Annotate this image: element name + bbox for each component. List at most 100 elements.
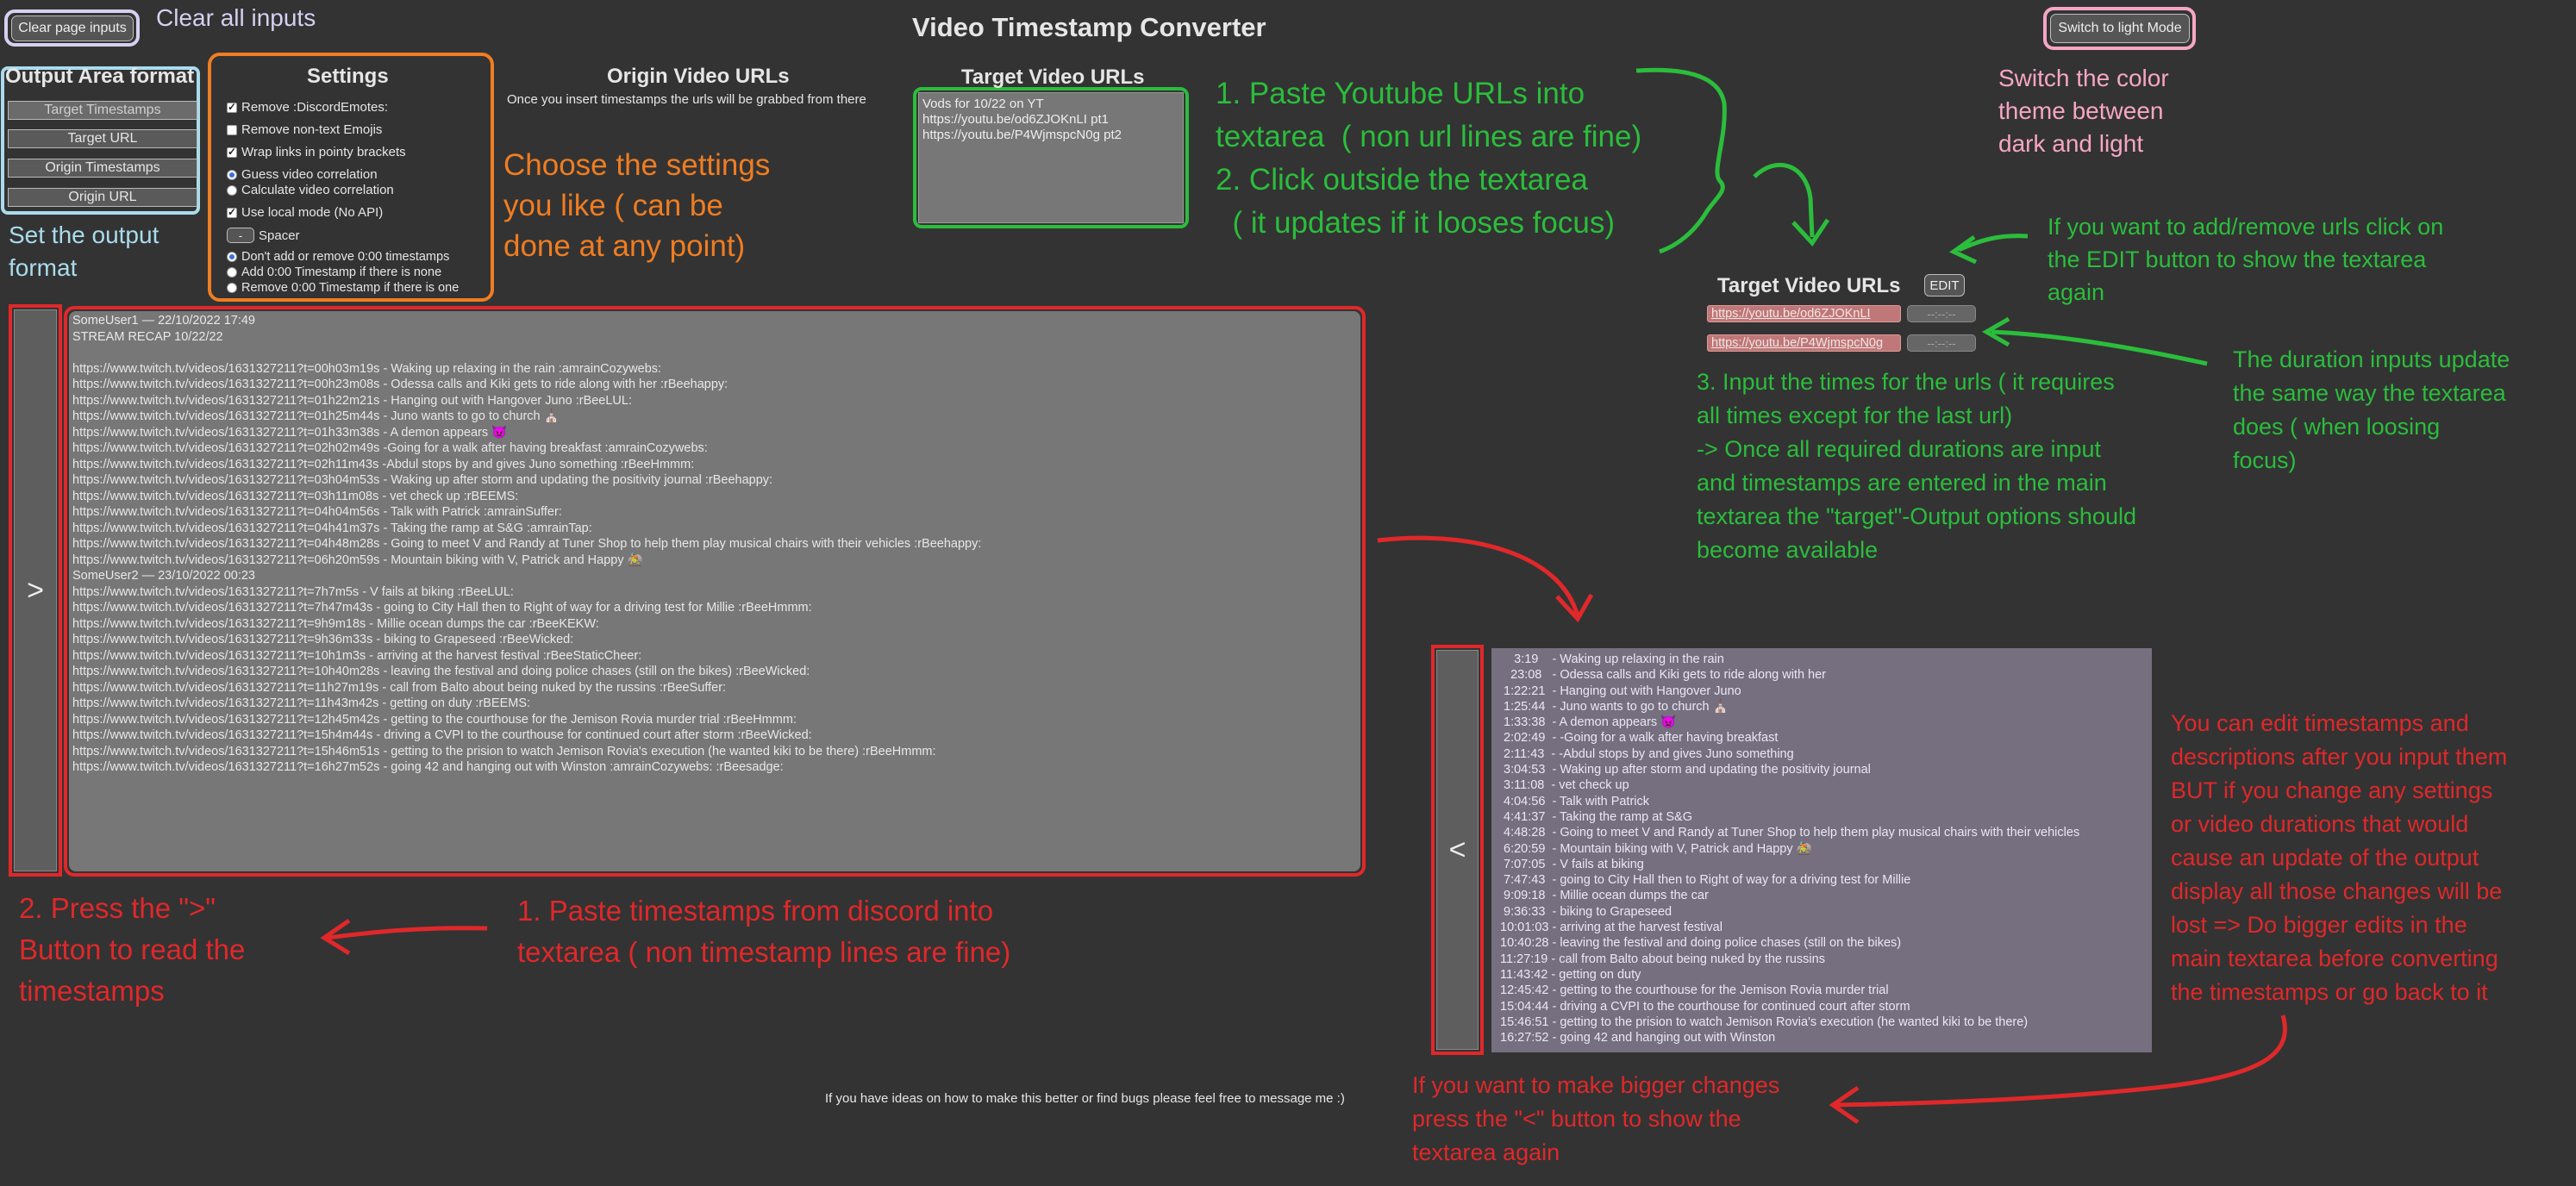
output-area[interactable] [1491, 648, 2152, 1052]
radio[interactable] [227, 283, 237, 293]
output-line: 2:02:49 - -Going for a walk after having… [1500, 731, 1779, 746]
checkbox[interactable] [227, 124, 237, 135]
output-line: 7:47:43 - going to City Hall then to Rig… [1500, 873, 1911, 888]
textarea-line: https://www.twitch.tv/videos/1631327211?… [72, 633, 574, 646]
output-line: 1:22:21 - Hanging out with Hangover Juno [1500, 684, 1741, 698]
theme-toggle-button[interactable]: Switch to light Mode [2050, 14, 2190, 43]
target-urls-textarea[interactable]: Vods for 10/22 on YT https://youtu.be/od… [918, 92, 1184, 223]
radio[interactable] [227, 184, 237, 196]
settings-title: Settings [307, 65, 389, 88]
textarea-line: https://www.twitch.tv/videos/1631327211?… [72, 457, 695, 471]
annotation-paste-timestamps: 1. Paste timestamps from discord into te… [517, 895, 1011, 968]
output-line: 4:48:28 - Going to meet V and Randy at T… [1500, 826, 2080, 840]
output-line: 15:04:44 - driving a CVPI to the courtho… [1500, 999, 1910, 1014]
output-line: 11:43:42 - getting on duty [1500, 967, 1641, 982]
output-line: 11:27:19 - call from Balto about being n… [1500, 952, 1825, 966]
textarea-line: https://www.twitch.tv/videos/1631327211?… [72, 760, 784, 774]
setting-remove-discord-emotes[interactable]: Remove :DiscordEmotes: [227, 100, 388, 115]
annotation-paste-urls: 1. Paste Youtube URLs into textarea ( no… [1216, 77, 1642, 240]
target-url-link[interactable]: https://youtu.be/od6ZJOKnLI [1707, 305, 1901, 322]
output-line: 10:40:28 - leaving the festival and doin… [1500, 936, 1902, 951]
textarea-line: https://www.twitch.tv/videos/1631327211?… [72, 521, 592, 535]
checkbox[interactable] [227, 101, 237, 113]
collapse-output-button[interactable]: < [1436, 650, 1479, 1050]
textarea-line: https://www.twitch.tv/videos/1631327211?… [72, 409, 560, 423]
output-line: 1:25:44 - Juno wants to go to church ⛪ [1500, 699, 1729, 714]
textarea-line: https://www.twitch.tv/videos/1631327211?… [72, 728, 812, 742]
output-line: 6:20:59 - Mountain biking with V, Patric… [1500, 841, 1812, 856]
textarea-line: https://www.twitch.tv/videos/1631327211?… [72, 680, 727, 695]
textarea-line: https://www.twitch.tv/videos/1631327211?… [72, 584, 514, 599]
textarea-line: https://www.twitch.tv/videos/1631327211?… [72, 552, 643, 567]
format-target-timestamps-button[interactable]: Target Timestamps [8, 101, 197, 120]
format-origin-url-button[interactable]: Origin URL [8, 188, 197, 207]
setting-spacer[interactable]: - Spacer [227, 228, 300, 243]
timestamps-textarea[interactable] [69, 311, 1360, 871]
annotation-output-format: Set the output format [9, 222, 159, 281]
textarea-line [72, 345, 981, 361]
target-input-title: Target Video URLs [961, 66, 1145, 89]
textarea-line: SomeUser2 — 23/10/2022 00:23 [72, 569, 255, 583]
convert-expand-button[interactable]: > [14, 309, 57, 871]
clear-page-inputs-button[interactable]: Clear page inputs [11, 16, 134, 41]
format-origin-timestamps-button[interactable]: Origin Timestamps [8, 159, 197, 178]
footer-text: If you have ideas on how to make this be… [825, 1091, 1345, 1106]
output-line: 4:41:37 - Taking the ramp at S&G [1500, 809, 1692, 824]
setting-guess-correlation[interactable]: Guess video correlation [227, 167, 378, 182]
textarea-line: https://www.twitch.tv/videos/1631327211?… [72, 378, 728, 391]
checkbox[interactable] [227, 146, 237, 158]
format-target-url-button[interactable]: Target URL [8, 129, 197, 148]
textarea-line: https://www.twitch.tv/videos/1631327211?… [72, 744, 936, 758]
output-line: 9:36:33 - biking to Grapeseed [1500, 904, 1673, 919]
textarea-line: https://www.twitch.tv/videos/1631327211?… [72, 537, 982, 551]
duration-input[interactable]: --:--:-- [1907, 305, 1976, 322]
output-line: 4:04:56 - Talk with Patrick [1500, 794, 1650, 808]
annotation-clear-all: Clear all inputs [156, 4, 316, 31]
output-line: 15:46:51 - getting to the prision to wat… [1500, 1014, 2029, 1029]
origin-urls-title: Origin Video URLs [607, 65, 790, 88]
spacer-button[interactable]: - [227, 228, 254, 243]
annotation-duration: The duration inputs update the same way … [2233, 346, 2510, 473]
radio[interactable] [227, 267, 237, 278]
textarea-line: https://www.twitch.tv/videos/1631327211?… [72, 616, 599, 631]
textarea-line: https://www.twitch.tv/videos/1631327211?… [72, 696, 531, 710]
setting-calculate-correlation[interactable]: Calculate video correlation [227, 183, 394, 197]
textarea-line: https://www.twitch.tv/videos/1631327211?… [72, 505, 562, 519]
page-title: Video Timestamp Converter [912, 12, 1266, 42]
textarea-line: STREAM RECAP 10/22/22 [72, 329, 223, 344]
origin-urls-subtitle: Once you insert timestamps the urls will… [507, 92, 866, 107]
textarea-line: https://www.twitch.tv/videos/1631327211?… [72, 665, 810, 678]
output-line: 10:01:03 - arriving at the harvest festi… [1500, 921, 1723, 935]
output-area-content: 3:19 - Waking up relaxing in the rain 23… [1500, 652, 2079, 1046]
output-line: 23:08 - Odessa calls and Kiki gets to ri… [1500, 668, 1827, 683]
setting-zero-add[interactable]: Add 0:00 Timestamp if there is none [227, 265, 441, 279]
textarea-line: https://www.twitch.tv/videos/1631327211?… [72, 441, 708, 455]
setting-zero-remove[interactable]: Remove 0:00 Timestamp if there is one [227, 281, 459, 295]
setting-remove-emojis[interactable]: Remove non-text Emojis [227, 122, 382, 137]
setting-wrap-links[interactable]: Wrap links in pointy brackets [227, 145, 406, 159]
annotation-theme: Switch the color theme between dark and … [1998, 65, 2169, 157]
checkbox[interactable] [227, 206, 237, 218]
annotation-press-button: 2. Press the ">" Button to read the time… [19, 892, 246, 1007]
output-line: 3:11:08 - vet check up [1500, 778, 1629, 793]
textarea-line: https://www.twitch.tv/videos/1631327211?… [72, 648, 642, 663]
radio[interactable] [227, 169, 237, 180]
output-line: 2:11:43 - -Abdul stops by and gives Juno… [1500, 746, 1794, 761]
textarea-line: https://www.twitch.tv/videos/1631327211?… [72, 601, 812, 615]
setting-zero-none[interactable]: Don't add or remove 0:00 timestamps [227, 250, 449, 264]
target-url-link[interactable]: https://youtu.be/P4WjmspcN0g [1707, 334, 1901, 352]
edit-urls-button[interactable]: EDIT [1924, 274, 1965, 296]
output-line: 9:09:18 - Millie ocean dumps the car [1500, 889, 1709, 903]
textarea-line: https://www.twitch.tv/videos/1631327211?… [72, 489, 519, 503]
radio[interactable] [227, 252, 237, 262]
output-line: 3:04:53 - Waking up after storm and upda… [1500, 763, 1871, 777]
output-line: 1:33:38 - A demon appears 👿 [1500, 715, 1677, 730]
output-line: 3:19 - Waking up relaxing in the rain [1500, 652, 1724, 666]
setting-local-mode[interactable]: Use local mode (No API) [227, 205, 383, 220]
duration-input[interactable]: --:--:-- [1907, 334, 1976, 352]
output-line: 7:07:05 - V fails at biking [1500, 857, 1644, 871]
textarea-line: https://www.twitch.tv/videos/1631327211?… [72, 712, 797, 727]
annotation-edit-timestamps: You can edit timestamps and descriptions… [2171, 710, 2508, 1005]
